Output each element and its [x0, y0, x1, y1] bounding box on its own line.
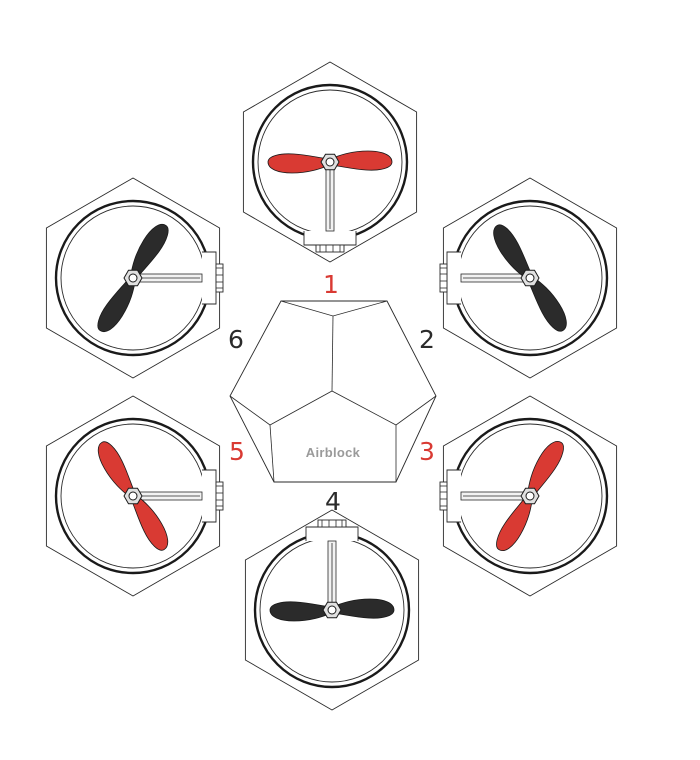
propeller: [493, 224, 567, 332]
connector-plug: [215, 263, 224, 293]
motor-labels: 1 2 3 4 5 6: [228, 270, 435, 516]
propeller-blade: [496, 493, 534, 551]
propeller: [97, 224, 169, 332]
module-guard: [439, 199, 609, 357]
connector-plug: [439, 263, 448, 293]
connector-plug: [439, 481, 448, 511]
hub-center: [525, 273, 535, 283]
module-guard: [54, 417, 224, 575]
hub-center: [128, 491, 138, 501]
hub-center: [128, 273, 138, 283]
propeller-blade: [129, 494, 169, 551]
propeller-blade: [130, 224, 169, 281]
motor-label-6: 6: [228, 325, 244, 354]
connector-bracket: [446, 251, 461, 305]
propeller-blade: [269, 601, 333, 622]
propeller-blade: [331, 598, 395, 619]
propeller-module-3: [439, 395, 618, 597]
motor-label-4: 4: [325, 487, 341, 516]
propeller-blade: [493, 224, 534, 281]
motor-label-5: 5: [229, 437, 245, 466]
propeller: [269, 598, 395, 622]
propeller-modules: [45, 61, 618, 711]
motor-label-2: 2: [419, 325, 435, 354]
propeller: [267, 150, 393, 174]
propeller-blade: [97, 275, 136, 332]
propeller-module-2: [439, 177, 618, 379]
hub-center: [327, 605, 337, 615]
propeller-blade: [97, 441, 137, 498]
connector-plug: [215, 481, 224, 511]
main-body-edge: [331, 315, 334, 392]
hub-center: [325, 157, 335, 167]
hub-center: [525, 491, 535, 501]
propeller-blade: [526, 441, 564, 499]
brand-logo-text: Airblock: [306, 445, 361, 460]
propeller-blade: [329, 150, 393, 171]
module-guard: [54, 199, 224, 357]
propeller-blade: [267, 153, 331, 174]
module-guard: [251, 83, 409, 253]
motor-label-3: 3: [419, 437, 435, 466]
propeller-module-1: [242, 61, 418, 263]
propeller-module-4: [244, 509, 420, 711]
main-body-edge: [269, 424, 275, 483]
propeller-module-6: [45, 177, 224, 379]
connector-bracket: [202, 251, 217, 305]
propeller: [97, 441, 169, 551]
connector-bracket: [305, 526, 359, 541]
connector-plug: [315, 244, 345, 253]
connector-bracket: [446, 469, 461, 523]
connector-bracket: [202, 469, 217, 523]
propeller: [496, 441, 564, 551]
connector-bracket: [303, 231, 357, 246]
module-guard: [253, 519, 411, 689]
propeller-blade: [526, 275, 567, 332]
propeller-module-5: [45, 395, 224, 597]
main-body-module: Airblock: [229, 300, 437, 483]
main-body-edge: [229, 390, 437, 426]
connector-plug: [317, 519, 347, 528]
motor-label-1: 1: [323, 270, 339, 299]
